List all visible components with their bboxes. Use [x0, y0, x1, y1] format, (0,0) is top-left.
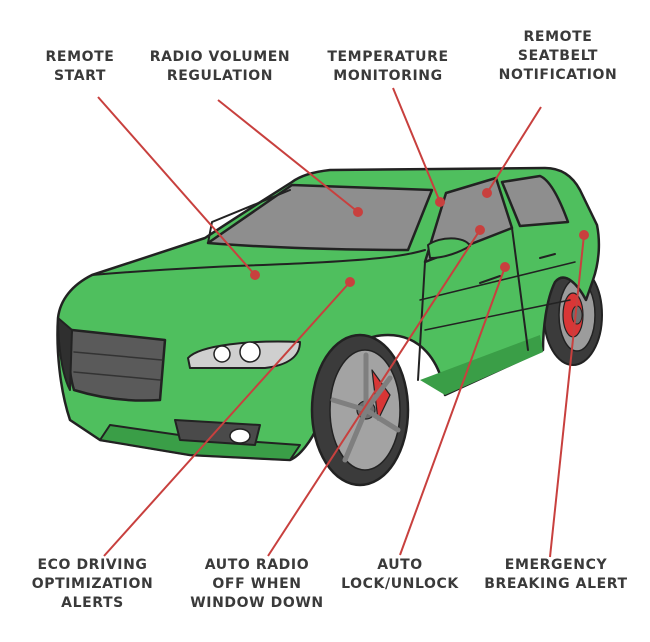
callout-radio-volume [217, 99, 363, 217]
label-auto-radio: AUTO RADIO OFF WHEN WINDOW DOWN [190, 557, 324, 611]
callout-lines [97, 87, 589, 558]
label-remote-start: REMOTE START [45, 49, 115, 84]
callout-eco-driving [103, 277, 355, 557]
front-grille [68, 328, 167, 402]
callout-auto-radio [267, 225, 485, 557]
windshield [206, 183, 434, 252]
callout-seatbelt [482, 106, 542, 198]
callout-remote-start [97, 96, 260, 280]
rear-side-window [500, 174, 570, 228]
label-emergency: EMERGENCY BREAKING ALERT [484, 557, 628, 592]
label-temperature: TEMPERATURE MONITORING [327, 49, 449, 84]
callout-auto-lock [399, 262, 510, 556]
car-illustration [56, 166, 603, 487]
label-radio-volume: RADIO VOLUMEN REGULATION [149, 49, 291, 84]
hood-line [91, 249, 426, 276]
front-wheel [310, 333, 410, 487]
label-seatbelt: REMOTE SEATBELT NOTIFICATION [498, 29, 618, 83]
label-auto-lock: AUTO LOCK/UNLOCK [341, 557, 459, 592]
label-eco-driving: ECO DRIVING OPTIMIZATION ALERTS [31, 557, 154, 611]
callout-temperature [392, 87, 445, 207]
callout-emergency [549, 230, 589, 558]
